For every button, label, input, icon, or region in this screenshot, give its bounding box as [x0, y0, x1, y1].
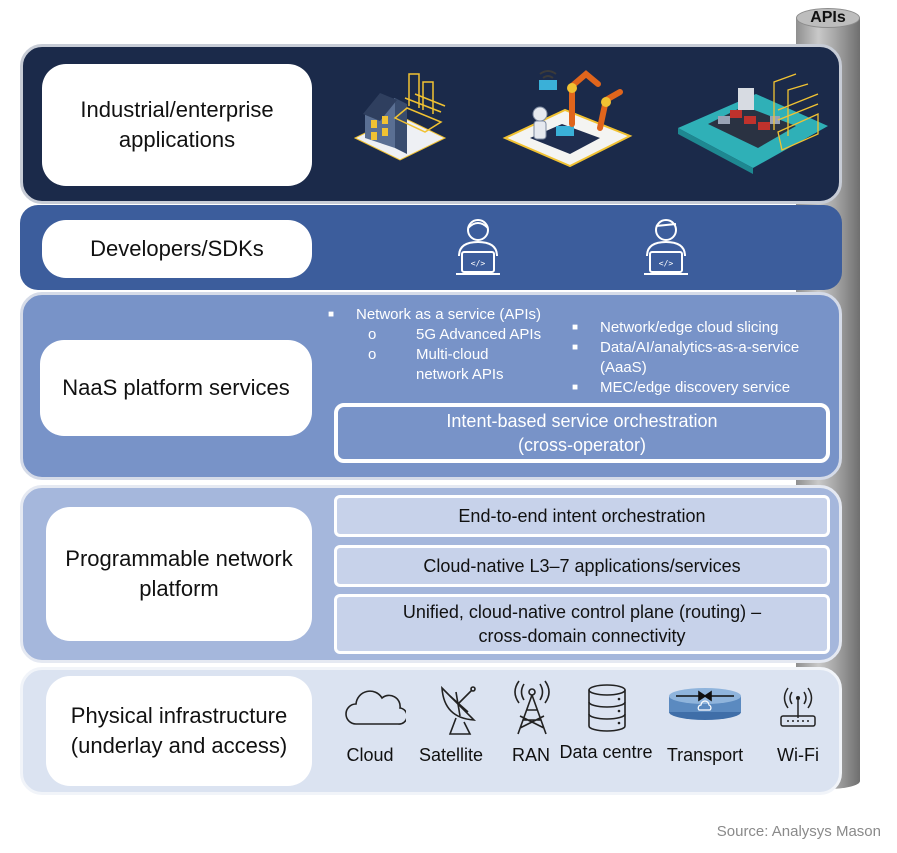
naas-sub-bullet: 5G Advanced APIs — [416, 326, 542, 343]
naas-bullet: Network/edge cloud slicing — [600, 319, 779, 336]
cargo-ship-icon — [678, 73, 828, 174]
naas-label: NaaS platform services — [40, 340, 312, 436]
infra-label-ran: RAN — [511, 745, 550, 765]
naas-sub-bullet: Multi-cloud network APIs — [416, 346, 504, 383]
programmable-label: Programmable network platform — [46, 507, 312, 641]
naas-bullets-left: ■ Network as a service (APIs) o 5G Advan… — [328, 306, 542, 383]
cloud-icon — [345, 690, 406, 725]
infra-label-satellite: Satellite — [418, 745, 484, 765]
infra-label-transport: Transport — [666, 745, 744, 765]
industrial-label: Industrial/enterprise applications — [42, 64, 312, 186]
developer-laptop-icon: </> — [456, 219, 500, 275]
smart-building-icon — [353, 73, 447, 161]
infra-label-data-centre: Data centre — [559, 742, 653, 762]
developer-laptop-icon: </> — [644, 219, 688, 275]
database-icon — [588, 684, 626, 732]
developers-label: Developers/SDKs — [42, 220, 312, 278]
cell-tower-icon — [514, 680, 550, 735]
programmable-bar: End-to-end intent orchestration — [334, 495, 830, 537]
robot-factory-icon — [502, 70, 633, 168]
source-note: Source: Analysys Mason — [716, 823, 881, 840]
infra-label-cloud: Cloud — [346, 745, 394, 765]
wifi-router-icon — [780, 687, 816, 727]
intent-service-orchestration-bar: Intent-based service orchestration (cros… — [334, 403, 830, 463]
naas-bullet: MEC/edge discovery service — [600, 379, 791, 396]
physical-label: Physical infrastructure (underlay and ac… — [46, 676, 312, 786]
svg-text:</>: </> — [471, 259, 486, 268]
svg-text:</>: </> — [659, 259, 674, 268]
programmable-bar: Cloud-native L3–7 applications/services — [334, 545, 830, 587]
naas-bullet: Data/AI/analytics-as-a-service (AaaS) — [600, 339, 800, 376]
naas-bullet-main: Network as a service (APIs) — [356, 306, 542, 323]
apis-label: APIs — [796, 8, 860, 28]
naas-bullets-right: ■ Network/edge cloud slicing ■ Data/AI/a… — [572, 318, 822, 398]
programmable-bar: Unified, cloud-native control plane (rou… — [334, 594, 830, 654]
transport-router-icon — [669, 688, 741, 720]
infra-label-wifi: Wi-Fi — [777, 745, 819, 765]
satellite-dish-icon — [441, 685, 477, 735]
